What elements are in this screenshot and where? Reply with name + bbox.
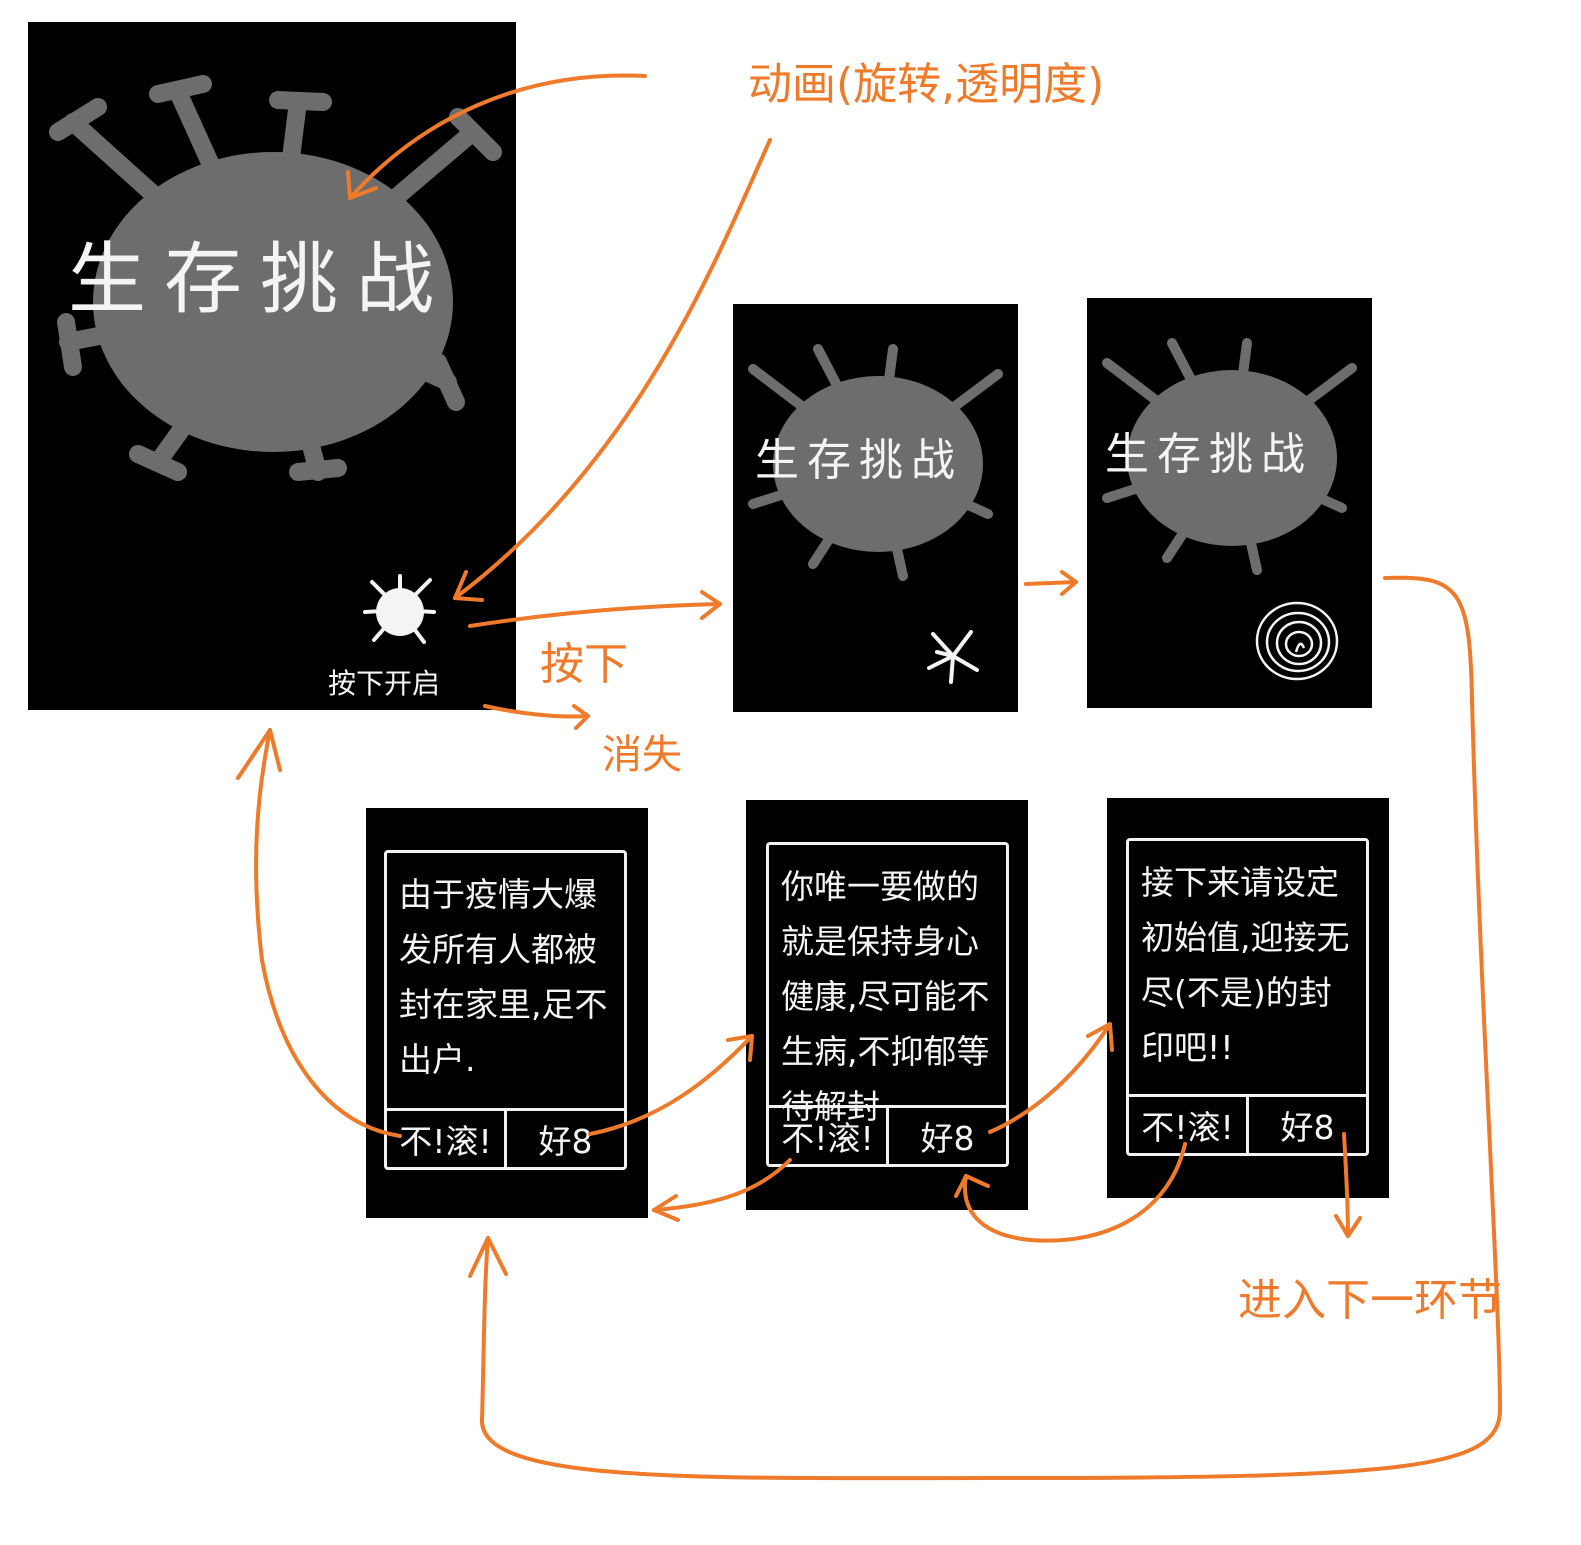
burst-icon bbox=[927, 630, 979, 684]
accept-button[interactable]: 好8 bbox=[920, 1119, 975, 1158]
annotation-animation: 动画(旋转,透明度) bbox=[748, 59, 1105, 110]
dialog-box: 接下来请设定初始值,迎接无尽(不是)的封印吧!! 不!滚! 好8 bbox=[1126, 838, 1369, 1156]
dialog-box: 由于疫情大爆发所有人都被封在家里,足不出户. 不!滚! 好8 bbox=[384, 850, 627, 1170]
dialog-screen-3: 接下来请设定初始值,迎接无尽(不是)的封印吧!! 不!滚! 好8 bbox=[1107, 798, 1389, 1198]
dialog-box: 你唯一要做的就是保持身心健康,尽可能不生病,不抑郁等待解封 不!滚! 好8 bbox=[766, 842, 1009, 1167]
dialog-text: 由于疫情大爆发所有人都被封在家里,足不出户. bbox=[399, 875, 608, 1079]
dialog-button-bar: 不!滚! 好8 bbox=[769, 1105, 1006, 1164]
dialog-button-bar: 不!滚! 好8 bbox=[1129, 1094, 1366, 1153]
reject-button[interactable]: 不!滚! bbox=[387, 1111, 507, 1167]
dialog-text: 接下来请设定初始值,迎接无尽(不是)的封印吧!! bbox=[1141, 863, 1350, 1067]
virus-illustration bbox=[748, 344, 1003, 581]
virus-icon bbox=[363, 574, 436, 644]
start-screen: 生存挑战 按下开启 bbox=[28, 22, 516, 710]
fingerprint-icon[interactable] bbox=[1252, 596, 1342, 686]
dialog-button-bar: 不!滚! 好8 bbox=[387, 1108, 624, 1167]
accept-button[interactable]: 好8 bbox=[1280, 1108, 1335, 1147]
start-button[interactable]: 按下开启 bbox=[328, 570, 488, 700]
screen-fingerprint-state: 生存挑战 bbox=[1087, 298, 1372, 708]
start-label: 按下开启 bbox=[328, 667, 441, 700]
game-title: 生存挑战 bbox=[1105, 429, 1313, 480]
annotation-disappear: 消失 bbox=[602, 732, 682, 778]
dialog-screen-2: 你唯一要做的就是保持身心健康,尽可能不生病,不抑郁等待解封 不!滚! 好8 bbox=[746, 800, 1028, 1210]
arrow-press-to-fingerprint bbox=[1024, 580, 1078, 586]
virus-illustration bbox=[1102, 338, 1357, 575]
reject-button[interactable]: 不!滚! bbox=[769, 1108, 889, 1164]
reject-button[interactable]: 不!滚! bbox=[1129, 1097, 1249, 1153]
game-title: 生存挑战 bbox=[755, 435, 963, 486]
annotation-press: 按下 bbox=[540, 639, 628, 690]
game-title: 生存挑战 bbox=[68, 235, 453, 325]
dialog-screen-1: 由于疫情大爆发所有人都被封在家里,足不出户. 不!滚! 好8 bbox=[366, 808, 648, 1218]
dialog-text: 你唯一要做的就是保持身心健康,尽可能不生病,不抑郁等待解封 bbox=[781, 867, 990, 1126]
annotation-next-stage: 进入下一环节 bbox=[1238, 1275, 1502, 1326]
screen-press-state: 生存挑战 bbox=[733, 304, 1018, 712]
accept-button[interactable]: 好8 bbox=[538, 1122, 593, 1161]
